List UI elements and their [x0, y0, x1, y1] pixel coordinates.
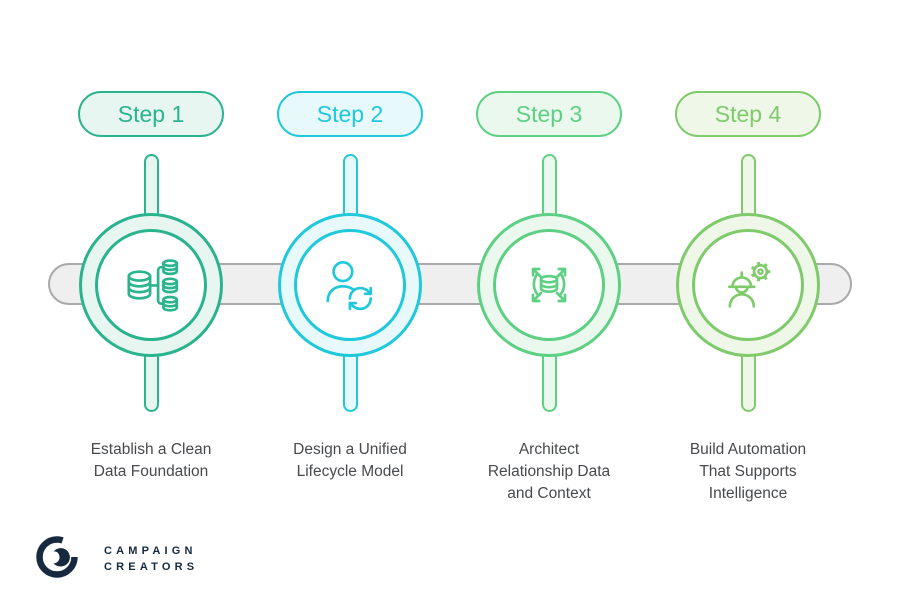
- step-2-label: Design a Unified Lifecycle Model: [245, 439, 455, 483]
- step-3-label: Architect Relationship Data and Context: [444, 439, 654, 505]
- engineer-gear-icon: [716, 253, 780, 317]
- step-label-line: Intelligence: [708, 485, 788, 502]
- step-label-line: Architect: [518, 441, 580, 458]
- step-4-circle: [676, 213, 820, 357]
- step-1-label: Establish a Clean Data Foundation: [46, 439, 256, 483]
- database-branch-icon: [119, 253, 183, 317]
- brand-line-1: CAMPAIGN: [104, 545, 197, 557]
- step-3-badge-label: Step 3: [515, 100, 583, 127]
- step-4-badge-label: Step 4: [714, 100, 782, 127]
- step-1-circle: [79, 213, 223, 357]
- step-label-line: and Context: [507, 485, 591, 502]
- campaign-creators-logo-icon: [33, 532, 81, 580]
- step-2-badge-label: Step 2: [316, 100, 384, 127]
- user-sync-icon: [318, 253, 382, 317]
- step-label-line: That Supports: [699, 463, 797, 480]
- step-label-line: Establish a Clean: [90, 441, 212, 458]
- data-expand-icon: [517, 253, 581, 317]
- step-label-line: Design a Unified: [293, 441, 407, 458]
- step-2-circle: [278, 213, 422, 357]
- step-3-badge: Step 3: [476, 91, 622, 137]
- step-label-line: Build Automation: [689, 441, 807, 458]
- step-label-line: Data Foundation: [93, 463, 209, 480]
- step-4-label: Build Automation That Supports Intellige…: [643, 439, 853, 505]
- brand-wordmark: CAMPAIGN CREATORS: [104, 543, 198, 575]
- brand-line-2: CREATORS: [104, 561, 199, 573]
- step-3-circle: [477, 213, 621, 357]
- step-label-line: Relationship Data: [487, 463, 611, 480]
- step-1-badge: Step 1: [78, 91, 224, 137]
- step-label-line: Lifecycle Model: [296, 463, 404, 480]
- step-2-badge: Step 2: [277, 91, 423, 137]
- step-1-badge-label: Step 1: [117, 100, 185, 127]
- step-4-badge: Step 4: [675, 91, 821, 137]
